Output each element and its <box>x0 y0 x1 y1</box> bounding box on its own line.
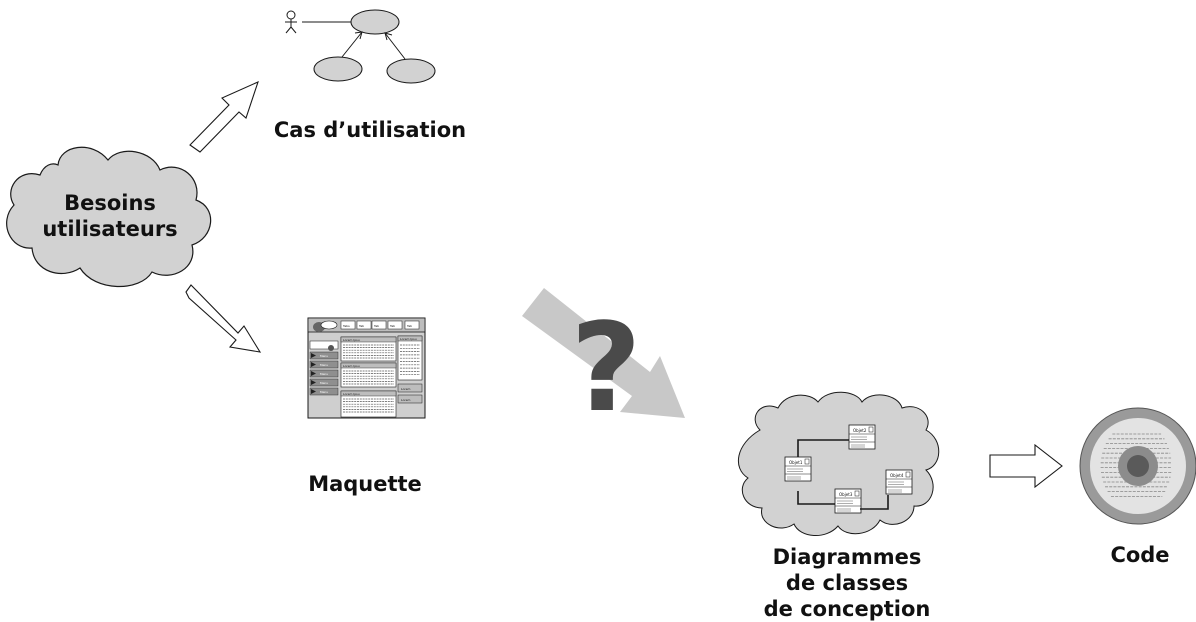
arrow-to-use-cases <box>189 80 259 153</box>
mockup-panel-title: Lorem Ipsu <box>343 338 360 342</box>
actor-icon <box>285 10 297 34</box>
class-box: Objet2 <box>848 424 876 450</box>
mockup-tab: Tab <box>406 324 412 328</box>
class-diagrams-label-line-1: Diagrammes <box>772 545 922 569</box>
class-box: Objet1 <box>784 456 812 482</box>
class-name: Objet1 <box>789 460 803 465</box>
mockup-menu-item: Menu <box>320 354 328 358</box>
class-box: Objet4 <box>885 469 913 495</box>
class-diagram-cloud <box>738 391 940 536</box>
class-box: Objet3 <box>834 488 862 514</box>
mockup-menu-item: Menu <box>320 363 328 367</box>
mockup-side-title: Lorem Ipsu <box>400 337 417 341</box>
uncertain-transition-arrow <box>522 288 685 418</box>
mockup-side-button-2: Lorem <box>401 398 410 402</box>
mockup-menu-item: Menu <box>320 390 328 394</box>
mockup-tab: Tab <box>389 324 395 328</box>
mockup-tab: Tab <box>358 324 364 328</box>
arrow-to-mockup <box>185 284 262 353</box>
question-mark: ? <box>571 297 642 439</box>
code-label: Code <box>1110 543 1170 567</box>
mockup-panel-title: Lorem Ipsu <box>343 364 360 368</box>
mockup-panel-title: Lorem Ipsu <box>343 392 360 396</box>
mockup-side-button-1: Lorem <box>401 387 410 391</box>
needs-label: Besoins utilisateurs <box>20 190 200 242</box>
mockup-tab: Tab <box>373 324 379 328</box>
class-diagrams-label: Diagrammes de classes de conception <box>752 544 942 622</box>
arrow-to-code <box>989 443 1063 489</box>
mockup-tab: Tabs <box>342 324 350 328</box>
class-name: Objet3 <box>839 492 853 497</box>
class-diagrams-label-line-3: de conception <box>763 597 931 621</box>
use-case-left <box>313 56 363 82</box>
mockup-menu-item: Menu <box>320 372 328 376</box>
use-case-diagram <box>285 9 436 84</box>
needs-label-line-2: utilisateurs <box>42 217 178 241</box>
mockup-menu-item: Menu <box>320 381 328 385</box>
use-case-top <box>350 9 400 35</box>
class-associations <box>797 439 889 510</box>
class-name: Objet2 <box>853 428 867 433</box>
use-cases-label: Cas d’utilisation <box>273 118 467 142</box>
mockup-label: Maquette <box>308 472 422 496</box>
needs-cloud <box>6 146 212 288</box>
use-case-right <box>386 58 436 84</box>
needs-label-line-1: Besoins <box>64 191 156 215</box>
code-disc <box>1079 407 1196 525</box>
class-name: Objet4 <box>890 473 904 478</box>
class-diagrams-label-line-2: de classes <box>785 571 909 595</box>
